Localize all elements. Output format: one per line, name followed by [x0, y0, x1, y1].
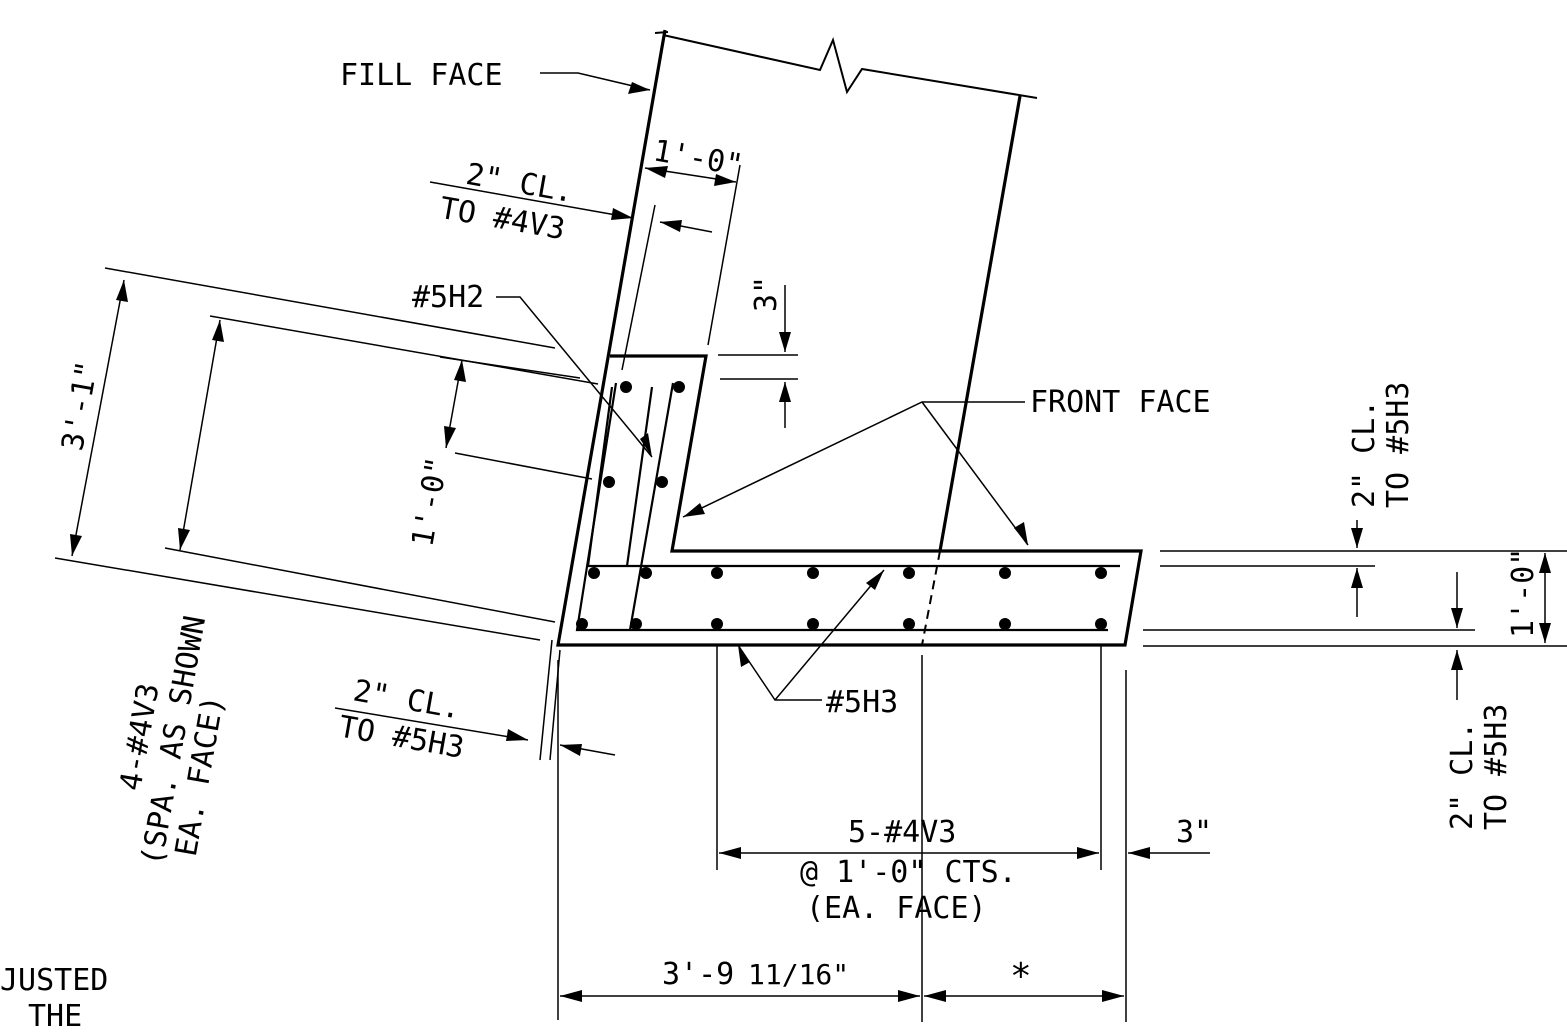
- front-face-label: FRONT FACE: [1030, 385, 1211, 420]
- asterisk-dim: *: [1010, 956, 1032, 997]
- svg-text:2" CL.: 2" CL.: [1347, 400, 1382, 508]
- reinforcing-bars: [575, 382, 1120, 632]
- v3-spacing-line2: @ 1'-0" CTS.: [800, 855, 1017, 890]
- svg-text:TO #5H3: TO #5H3: [1479, 704, 1514, 830]
- bar-spacing-dim: 1'-0": [405, 454, 455, 549]
- toe-length-dim: 3'-9: [662, 957, 734, 992]
- v3-spacing-line3: (EA. FACE): [806, 891, 987, 926]
- concrete-outline: [556, 29, 1143, 647]
- cover-h3-top-note: 2" CL. TO #5H3: [1347, 382, 1416, 508]
- note-line1: JUSTED: [0, 963, 108, 998]
- cover-h3-bottom-note: 2" CL. TO #5H3: [1445, 704, 1514, 830]
- rebar-dots: [576, 381, 1107, 630]
- fill-face-label: FILL FACE: [340, 58, 503, 93]
- arrowheads: [70, 82, 1551, 1002]
- footing-thickness-dim: 1'-0": [1506, 548, 1541, 638]
- bar-h2-label: #5H2: [412, 280, 484, 315]
- note-line2: THE: [28, 999, 82, 1034]
- extension-lines: [54, 164, 1567, 1022]
- v3-spacing-line1: 5-#4V3: [848, 815, 956, 850]
- top-offset-dim: 3": [749, 276, 784, 312]
- svg-text:TO #5H3: TO #5H3: [1381, 382, 1416, 508]
- annotations: FILL FACE FRONT FACE 1'-0" 2" CL. TO #4V…: [0, 58, 1541, 1034]
- leader-lines: [496, 72, 1029, 701]
- bar-h3-label: #5H3: [826, 685, 898, 720]
- svg-text:2" CL.: 2" CL.: [1445, 722, 1480, 830]
- v3-count-note: 4-#4V3 (SPA. AS SHOWN EA. FACE): [113, 613, 231, 868]
- dimension-lines: [71, 167, 1546, 997]
- end-offset-dim: 3": [1176, 815, 1212, 850]
- cover-v3-note: 2" CL. TO #4V3: [437, 157, 576, 247]
- toe-height-dim: 3'-1": [55, 358, 105, 453]
- toe-length-fraction: 11/16": [748, 958, 849, 991]
